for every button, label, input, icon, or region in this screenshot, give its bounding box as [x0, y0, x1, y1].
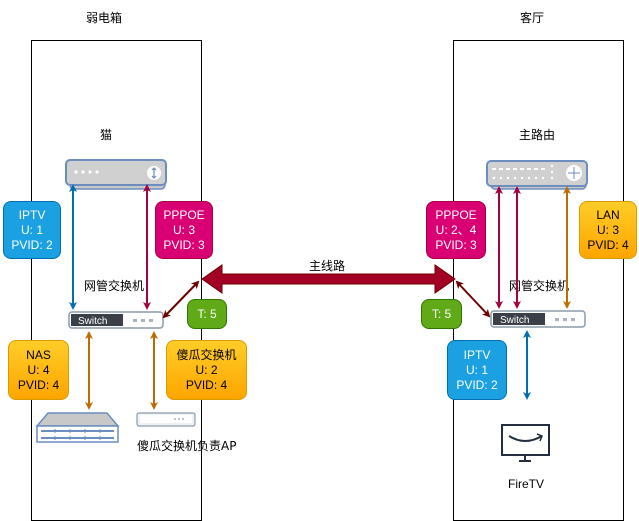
main-router-icon — [486, 160, 588, 190]
tag-left-iptv-pvid: PVID: 2 — [11, 237, 53, 252]
nas-icon — [35, 412, 120, 443]
tag-right-lan-untagged: U: 3 — [596, 222, 619, 237]
link-left-switch-trunk — [162, 280, 200, 319]
main-trunk-arrow — [201, 264, 456, 294]
room-title-weak-current-box: 弱电箱 — [85, 11, 122, 25]
tag-right-iptv-pvid: PVID: 2 — [456, 377, 498, 392]
right-switch-badge: Switch — [500, 315, 529, 326]
tag-left-nas-name: NAS — [26, 347, 51, 362]
tag-left-nas-untagged: U: 4 — [27, 362, 50, 377]
right-switch-label: 网管交换机 — [509, 279, 570, 293]
trunk-line-label: 主线路 — [309, 259, 346, 273]
tag-right-trunk-value: T: 5 — [431, 306, 452, 321]
left-switch-label: 网管交换机 — [84, 279, 145, 293]
tag-left-pppoe-name: PPPOE — [163, 207, 205, 222]
tag-left-iptv-name: IPTV — [18, 207, 46, 222]
tag-right-pppoe: PPPOE U: 2、4 PVID: 3 — [426, 201, 486, 259]
tag-left-iptv-untagged: U: 1 — [20, 222, 43, 237]
tag-left-pppoe: PPPOE U: 3 PVID: 3 — [155, 201, 213, 259]
tag-left-nas: NAS U: 4 PVID: 4 — [8, 340, 69, 400]
main-router-label: 主路由 — [519, 128, 556, 142]
tag-right-trunk: T: 5 — [421, 299, 462, 329]
tag-left-dumb-name: 傻瓜交换机 — [176, 347, 237, 362]
tag-right-iptv-untagged: U: 1 — [465, 362, 488, 377]
tag-left-iptv: IPTV U: 1 PVID: 2 — [3, 201, 61, 259]
tag-left-pppoe-pvid: PVID: 3 — [163, 237, 205, 252]
dumb-switch-icon — [136, 412, 196, 427]
left-switch-badge: Switch — [78, 316, 107, 327]
tag-right-lan: LAN U: 3 PVID: 4 — [579, 201, 637, 259]
tag-right-pppoe-name: PPPOE — [435, 207, 477, 222]
tag-left-pppoe-untagged: U: 3 — [172, 222, 195, 237]
modem-label: 猫 — [100, 128, 113, 142]
tag-left-trunk: T: 5 — [187, 299, 227, 329]
room-title-living-room: 客厅 — [519, 11, 544, 25]
tag-left-dumb-switch: 傻瓜交换机 U: 2 PVID: 4 — [166, 340, 247, 400]
tag-right-pppoe-untagged: U: 2、4 — [435, 222, 477, 237]
tag-right-lan-name: LAN — [596, 207, 620, 222]
tag-right-pppoe-pvid: PVID: 3 — [435, 237, 477, 252]
tag-left-nas-pvid: PVID: 4 — [17, 377, 60, 392]
tag-left-dumb-pvid: PVID: 4 — [185, 377, 228, 392]
left-switch-icon — [68, 311, 164, 329]
tag-left-trunk-value: T: 5 — [197, 306, 217, 321]
link-right-switch-trunk — [455, 280, 491, 318]
firetv-label: FireTV — [508, 477, 544, 491]
tag-left-dumb-untagged: U: 2 — [195, 362, 218, 377]
tag-right-iptv: IPTV U: 1 PVID: 2 — [447, 340, 507, 400]
firetv-icon — [501, 424, 550, 462]
tag-right-iptv-name: IPTV — [463, 347, 491, 362]
dumb-switch-label: 傻瓜交换机负责AP — [137, 439, 237, 453]
modem-icon — [65, 159, 167, 190]
right-switch-icon — [490, 310, 586, 328]
tag-right-lan-pvid: PVID: 4 — [587, 237, 629, 252]
